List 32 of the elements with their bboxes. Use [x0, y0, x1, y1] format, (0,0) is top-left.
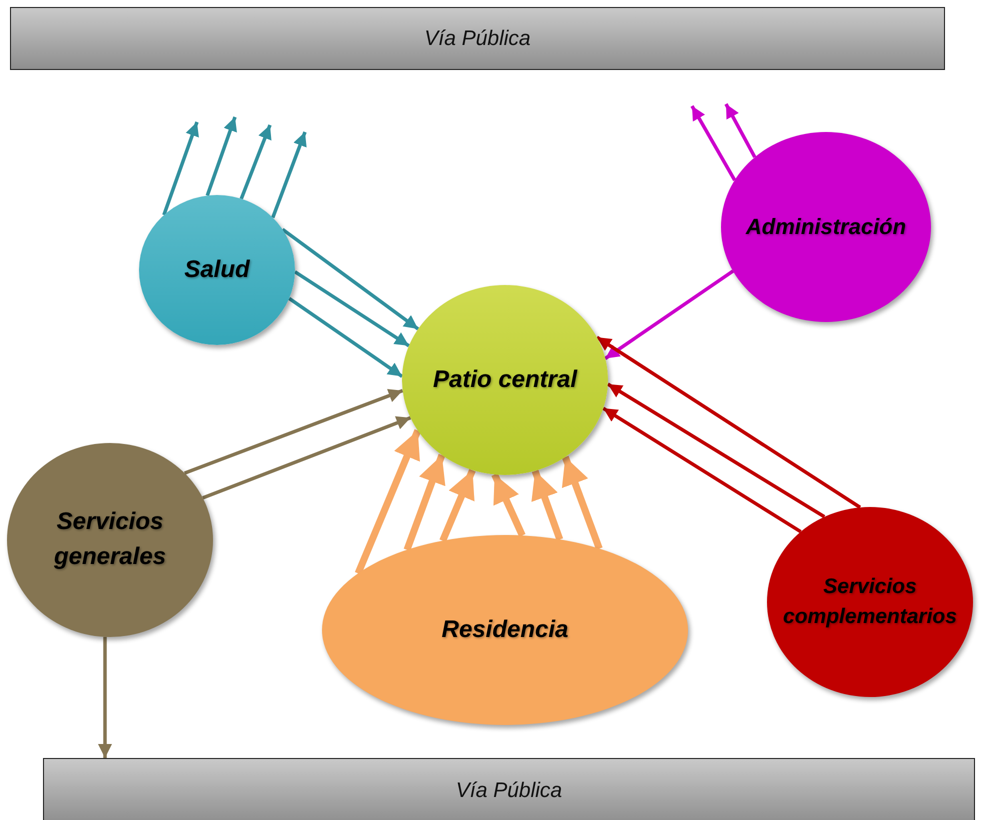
area-label: Administración — [746, 213, 906, 242]
road-bar — [43, 758, 975, 820]
arrow — [531, 470, 564, 541]
area-label: Servicios complementarios — [782, 574, 958, 630]
arrow — [354, 429, 422, 575]
arrow — [162, 121, 199, 216]
arrow — [288, 296, 404, 378]
road-label: Vía Pública — [456, 779, 562, 803]
arrow — [294, 270, 410, 348]
arrow — [404, 454, 446, 552]
arrow — [604, 270, 734, 360]
area-label: Servicios generales — [52, 507, 168, 572]
arrow — [271, 131, 307, 218]
arrow — [606, 382, 826, 518]
arrow — [724, 103, 756, 158]
area-label: Residencia — [442, 614, 568, 645]
arrow — [240, 124, 272, 200]
arrow — [439, 468, 476, 542]
area-label: Patio central — [432, 364, 578, 395]
arrow — [491, 473, 526, 537]
arrow — [602, 406, 802, 534]
arrow — [596, 336, 862, 509]
arrow — [690, 105, 736, 182]
arrow — [202, 416, 412, 500]
arrow — [206, 116, 237, 196]
road-label: Vía Pública — [424, 26, 531, 50]
arrow — [184, 388, 404, 475]
area-label: Salud — [184, 254, 250, 285]
road-bar — [10, 7, 945, 70]
arrow — [98, 636, 112, 758]
arrow — [562, 456, 603, 550]
arrow — [282, 228, 420, 330]
